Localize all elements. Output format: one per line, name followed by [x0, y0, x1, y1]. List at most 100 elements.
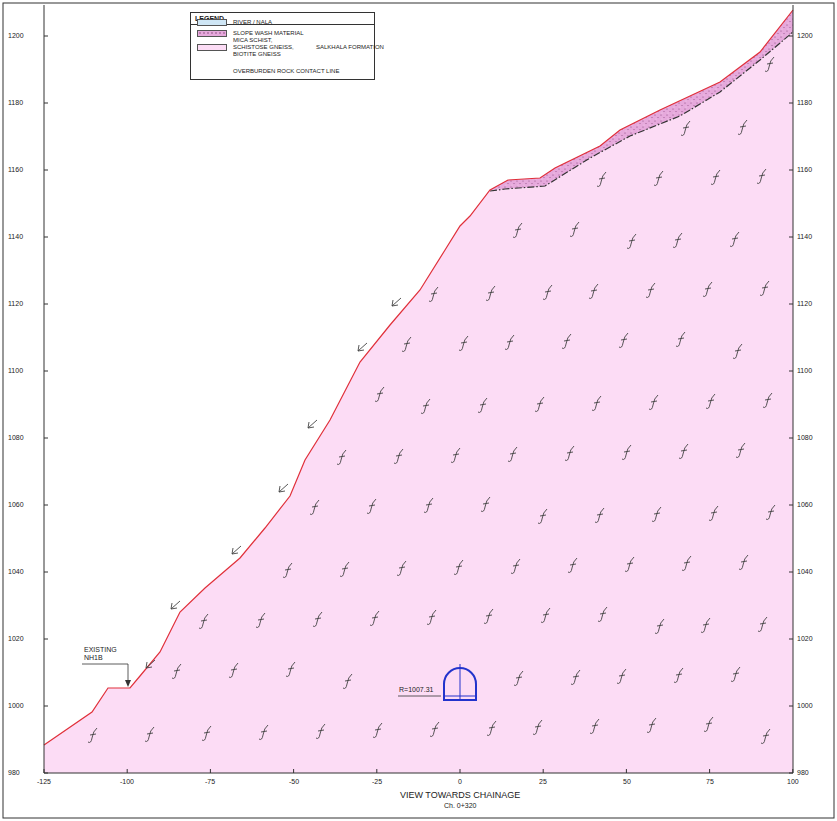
elevation-label: 1020 — [8, 635, 24, 643]
schist-symbol — [649, 395, 658, 410]
tick — [789, 36, 793, 37]
schist-symbol — [765, 57, 774, 72]
tick — [792, 769, 793, 773]
schist-symbol — [706, 394, 715, 409]
elevation-label: 1020 — [797, 635, 813, 643]
schist-symbol — [427, 610, 436, 625]
schist-symbol — [570, 222, 579, 237]
tick — [789, 170, 793, 171]
legend-text: MICA SCHIST, SCHISTOSE GNEISS, BIOTITE G… — [233, 37, 305, 58]
schist-symbol — [145, 727, 154, 742]
schist-symbol — [202, 726, 211, 741]
schist-symbol — [421, 399, 430, 414]
axis-frame — [44, 5, 793, 773]
schist-symbol — [283, 563, 292, 578]
schist-symbol — [454, 560, 463, 575]
chainage-offset-label: 25 — [539, 778, 547, 786]
schist-symbol — [533, 720, 542, 735]
schist-symbol — [709, 506, 718, 521]
chainage-offset-label: -50 — [289, 778, 299, 786]
schist-symbol — [394, 449, 403, 464]
schist-symbol — [655, 619, 664, 634]
legend-text: SLOPE WASH MATERIAL — [233, 30, 304, 37]
chainage-offset-label: -75 — [205, 778, 215, 786]
schist-symbol — [486, 286, 495, 301]
ground-profile — [44, 10, 793, 745]
tick — [44, 371, 48, 372]
elevation-label: 1160 — [797, 166, 812, 174]
view-title: VIEW TOWARDS CHAINAGE — [400, 790, 520, 800]
schist-symbol — [739, 555, 748, 570]
schist-symbol — [761, 729, 770, 744]
tick — [789, 103, 793, 104]
road-label: EXISTING NH1B — [84, 646, 120, 662]
schist-symbol — [541, 608, 550, 623]
elevation-label: 1040 — [8, 568, 24, 576]
tick — [44, 572, 48, 573]
schist-symbol — [625, 557, 634, 572]
schist-symbol — [738, 120, 747, 135]
schist-symbol — [733, 344, 742, 359]
schist-symbol — [513, 223, 522, 238]
dip-arrow — [232, 546, 241, 554]
arrowhead — [125, 680, 131, 687]
chainage-offset-label: -125 — [37, 778, 51, 786]
elevation-label: 980 — [797, 769, 809, 777]
tick — [44, 438, 48, 439]
tick — [44, 304, 48, 305]
tick — [789, 304, 793, 305]
elevation-label: 1200 — [8, 32, 24, 40]
schist-symbol — [595, 508, 604, 523]
tick — [626, 769, 627, 773]
elevation-label: 1120 — [797, 300, 812, 308]
elevation-label: 1000 — [8, 702, 24, 710]
schist-symbol — [367, 499, 376, 514]
elevation-label: 1100 — [8, 367, 23, 375]
schist-symbol — [674, 668, 683, 683]
schist-symbol — [766, 505, 775, 520]
schist-symbol — [681, 121, 690, 136]
rock-mass — [44, 10, 793, 773]
chainage-offset-label: 75 — [706, 778, 714, 786]
formation-label: SALKHALA FORMATION — [316, 44, 384, 51]
schist-symbol — [543, 285, 552, 300]
dip-arrow — [171, 601, 180, 609]
legend-text: RIVER / NALA — [233, 19, 272, 26]
legend-text: OVERBURDEN ROCK CONTACT LINE — [233, 68, 339, 75]
elevation-label: 1140 — [8, 233, 23, 241]
tick — [376, 769, 377, 773]
schist-symbol — [590, 719, 599, 734]
elevation-label: 1080 — [797, 434, 813, 442]
elevation-label: 1180 — [8, 99, 23, 107]
schist-symbol — [484, 609, 493, 624]
schist-symbol — [617, 669, 626, 684]
schist-symbol — [310, 500, 319, 515]
leader-line — [398, 696, 441, 697]
elevation-label: 1080 — [8, 434, 24, 442]
schist-symbol — [511, 559, 520, 574]
elevation-label: 1160 — [8, 166, 23, 174]
tick — [44, 237, 48, 238]
schist-symbol — [654, 171, 663, 186]
schist-symbol — [505, 335, 514, 350]
schist-symbol — [316, 724, 325, 739]
legend-swatch — [197, 44, 227, 51]
leader-line — [82, 664, 128, 684]
dip-arrow — [279, 484, 288, 492]
schist-symbol — [589, 284, 598, 299]
schist-symbol — [229, 663, 238, 678]
tick — [789, 371, 793, 372]
schist-symbol — [397, 561, 406, 576]
schist-symbol — [487, 721, 496, 736]
chainage-offset-label: -25 — [372, 778, 382, 786]
schist-symbol — [370, 611, 379, 626]
schist-symbol — [514, 671, 523, 686]
tick — [44, 773, 48, 774]
radius-label: R=1007.31 — [399, 686, 433, 694]
schist-symbol — [646, 283, 655, 298]
schist-symbol — [538, 509, 547, 524]
chainage-offset-label: 0 — [458, 778, 462, 786]
tick — [44, 505, 48, 506]
elevation-label: 1040 — [797, 568, 813, 576]
tick — [789, 438, 793, 439]
